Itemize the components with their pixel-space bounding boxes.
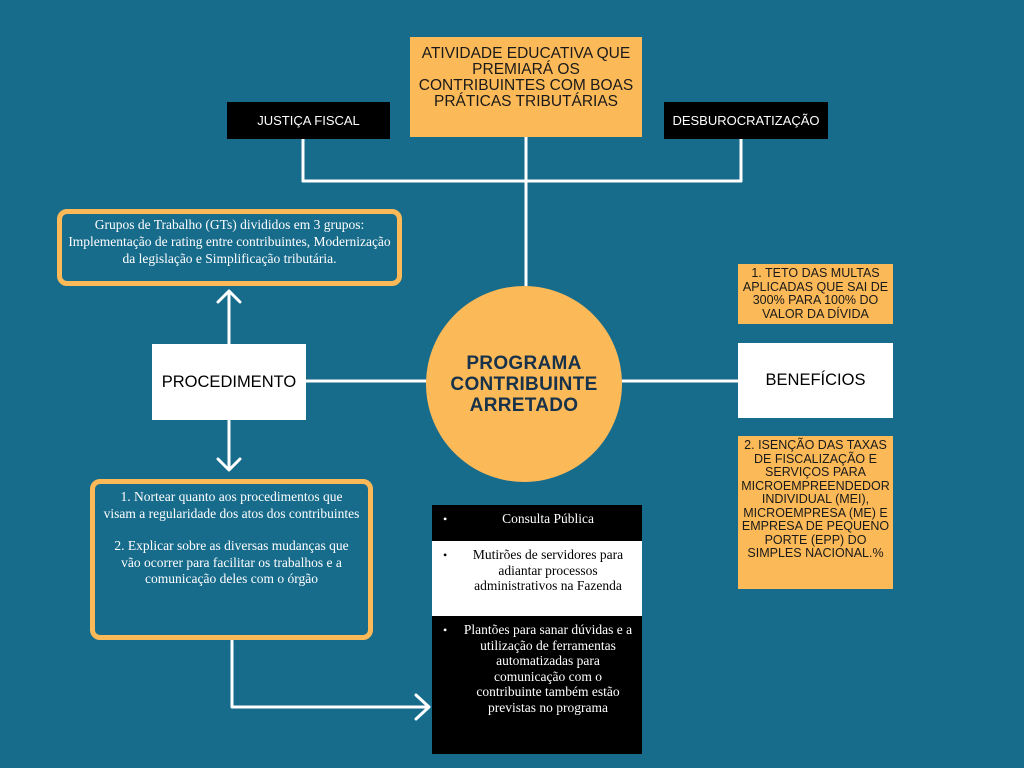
bullet-icon: • <box>443 548 448 562</box>
list-item-text: Consulta Pública <box>502 511 594 526</box>
procedure-step-2: 2. Explicar sobre as diversas mudanças q… <box>114 538 349 586</box>
tag-justica-fiscal-label: JUSTIÇA FISCAL <box>257 113 360 128</box>
central-title: PROGRAMA CONTRIBUINTE ARRETADO <box>450 352 598 416</box>
tag-justica-fiscal: JUSTIÇA FISCAL <box>227 102 390 139</box>
up-arrow-head <box>216 289 242 304</box>
list-item: • Mutirões de servidores para adiantar p… <box>432 541 642 616</box>
bullet-icon: • <box>443 623 448 637</box>
list-item: • Plantões para sanar dúvidas e a utiliz… <box>432 616 642 754</box>
down-arrow-head <box>216 457 242 472</box>
beneficios-box: BENEFÍCIOS <box>738 343 893 418</box>
actions-list: • Consulta Pública • Mutirões de servido… <box>432 505 642 754</box>
top-activity-box: ATIVIDADE EDUCATIVA QUE PREMIARÁ OS CONT… <box>410 37 642 137</box>
list-item-text: Plantões para sanar dúvidas e a utilizaç… <box>463 622 633 715</box>
central-circle: PROGRAMA CONTRIBUINTE ARRETADO <box>426 286 622 482</box>
tag-desburocratizacao: DESBUROCRATIZAÇÃO <box>664 102 828 139</box>
list-item: • Consulta Pública <box>432 505 642 541</box>
benefit-1-text: 1. TETO DAS MULTAS APLICADAS QUE SAI DE … <box>742 266 889 321</box>
procedimento-label: PROCEDIMENTO <box>161 372 297 391</box>
procedure-steps-box: 1. Nortear quanto aos procedimentos que … <box>90 479 373 640</box>
procedure-step-1: 1. Nortear quanto aos procedimentos que … <box>103 489 360 521</box>
benefit-1-box: 1. TETO DAS MULTAS APLICADAS QUE SAI DE … <box>738 264 893 324</box>
elbow-arrow-head <box>414 693 431 721</box>
list-item-text: Mutirões de servidores para adiantar pro… <box>472 547 624 593</box>
benefit-2-box: 2. ISENÇÃO DAS TAXAS DE FISCALIZAÇÃO E S… <box>738 436 893 589</box>
bullet-icon: • <box>443 512 448 526</box>
groups-box: Grupos de Trabalho (GTs) divididos em 3 … <box>57 209 402 286</box>
elbow-arrow-line <box>230 639 430 709</box>
groups-text: Grupos de Trabalho (GTs) divididos em 3 … <box>68 217 391 266</box>
top-activity-text: ATIVIDADE EDUCATIVA QUE PREMIARÁ OS CONT… <box>418 45 634 110</box>
procedimento-box: PROCEDIMENTO <box>152 344 306 420</box>
benefit-2-text: 2. ISENÇÃO DAS TAXAS DE FISCALIZAÇÃO E S… <box>741 438 890 560</box>
beneficios-label: BENEFÍCIOS <box>765 371 866 389</box>
tag-desburocratizacao-label: DESBUROCRATIZAÇÃO <box>672 113 820 128</box>
